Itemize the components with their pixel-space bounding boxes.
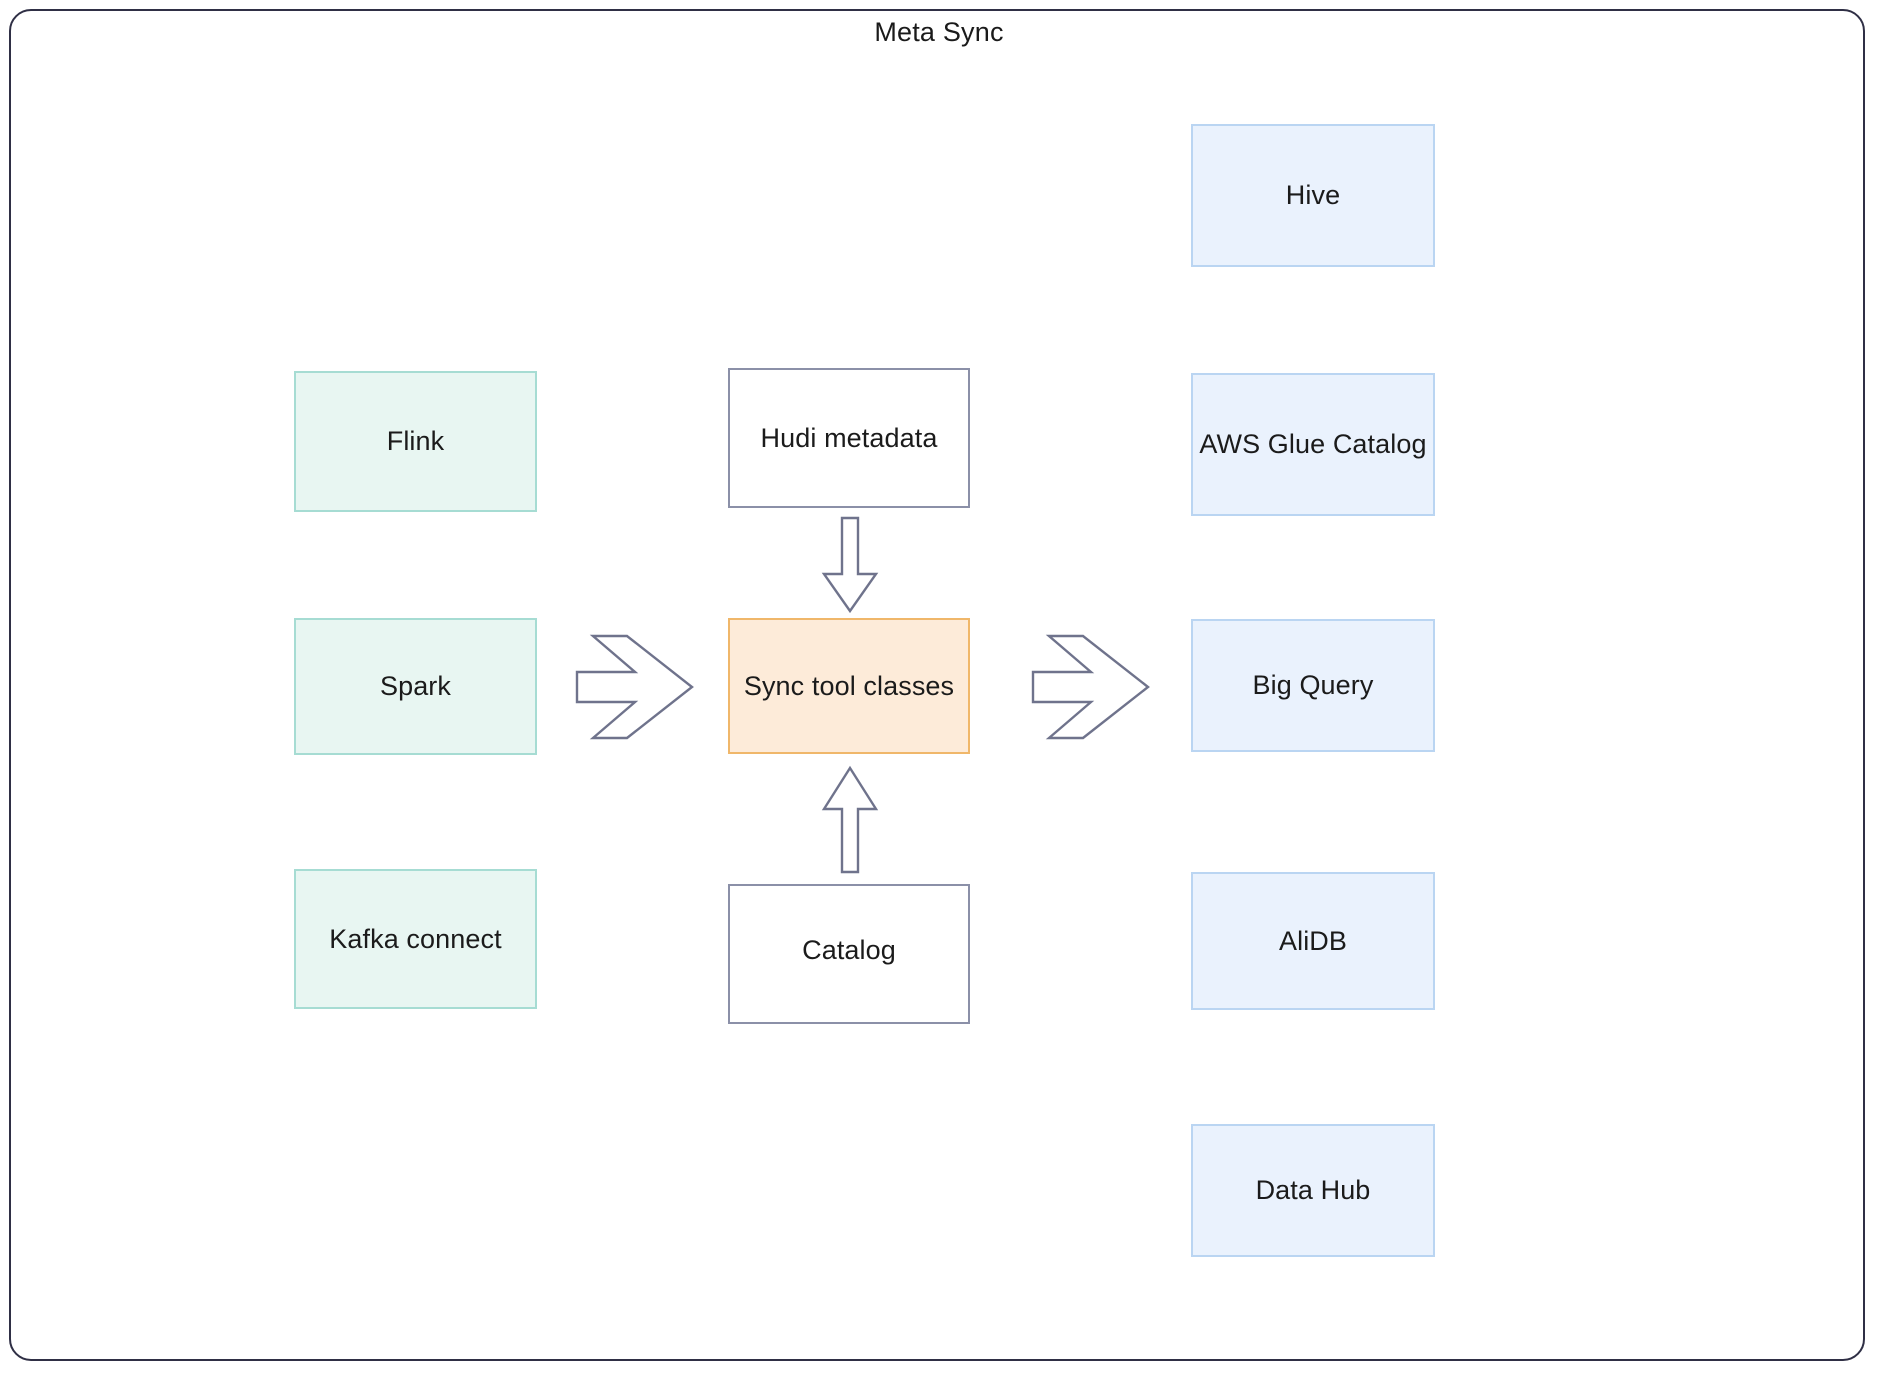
arrow-hudi-to-sync-icon xyxy=(821,516,879,614)
node-label: Spark xyxy=(379,671,452,702)
node-hive[interactable]: Hive xyxy=(1191,124,1435,267)
arrow-catalog-to-sync-icon xyxy=(821,765,879,874)
node-aws-glue-catalog[interactable]: AWS Glue Catalog xyxy=(1191,373,1435,516)
node-spark[interactable]: Spark xyxy=(294,618,537,755)
node-alidb[interactable]: AliDB xyxy=(1191,872,1435,1010)
node-label: Big Query xyxy=(1252,670,1374,701)
node-label: Hive xyxy=(1285,180,1341,211)
arrow-sources-to-sync-icon xyxy=(575,634,694,740)
node-label: AliDB xyxy=(1278,925,1347,956)
node-label: Hudi metadata xyxy=(760,422,938,453)
node-label: AWS Glue Catalog xyxy=(1199,429,1427,460)
node-label: Flink xyxy=(386,426,445,457)
node-label: Catalog xyxy=(802,935,896,965)
node-data-hub[interactable]: Data Hub xyxy=(1191,1124,1435,1257)
arrow-sync-to-targets-icon xyxy=(1031,634,1150,740)
node-flink[interactable]: Flink xyxy=(294,371,537,512)
page-title: Meta Sync xyxy=(874,17,1004,47)
node-hudi-metadata[interactable]: Hudi metadata xyxy=(728,368,970,508)
node-catalog[interactable]: Catalog xyxy=(728,884,970,1024)
node-label: Kafka connect xyxy=(329,923,502,954)
node-label: Sync tool classes xyxy=(743,670,955,701)
node-big-query[interactable]: Big Query xyxy=(1191,619,1435,752)
node-kafka-connect[interactable]: Kafka connect xyxy=(294,869,537,1009)
node-label: Data Hub xyxy=(1255,1175,1371,1206)
node-sync-tool-classes[interactable]: Sync tool classes xyxy=(728,618,970,754)
